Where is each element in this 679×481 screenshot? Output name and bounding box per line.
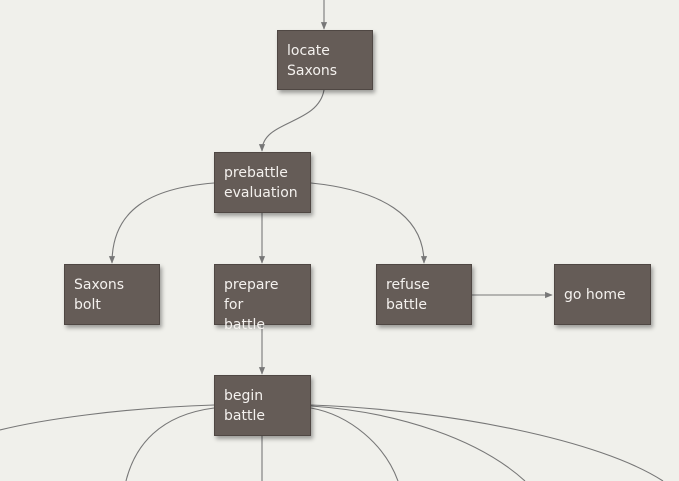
node-prebattle-evaluation[interactable]: prebattle evaluation bbox=[214, 152, 311, 213]
edge-begin-out-5 bbox=[310, 405, 526, 481]
node-prepare-for-battle[interactable]: prepare for battle bbox=[214, 264, 311, 333]
edge-begin-out-6 bbox=[310, 404, 664, 481]
edge-prebattle-to-saxons-bolt bbox=[108, 182, 215, 264]
node-refuse-battle[interactable]: refuse battle bbox=[376, 264, 472, 325]
edge-begin-out-2 bbox=[125, 407, 215, 481]
edge-locate-to-prebattle bbox=[258, 89, 325, 152]
edge-begin-out-4 bbox=[310, 407, 399, 481]
node-go-home[interactable]: go home bbox=[554, 264, 651, 325]
edge-prebattle-to-refuse bbox=[310, 182, 428, 264]
edge-begin-out-1 bbox=[0, 404, 215, 431]
node-saxons-bolt[interactable]: Saxons bolt bbox=[64, 264, 160, 325]
node-begin-battle[interactable]: begin battle bbox=[214, 375, 311, 436]
node-locate-saxons[interactable]: locate Saxons bbox=[277, 30, 373, 90]
